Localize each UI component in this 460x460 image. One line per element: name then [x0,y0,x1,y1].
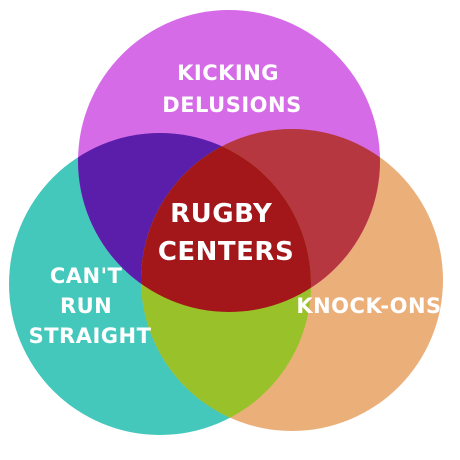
label-right-line-1: KNOCK-ONS [296,294,441,318]
label-top-line-2: DELUSIONS [162,93,301,117]
overlap-center [141,133,311,312]
label-top: KICKING DELUSIONS [162,61,301,117]
label-left-line-1: CAN'T [50,264,123,288]
label-right: KNOCK-ONS [296,294,441,318]
label-center-line-1: RUGBY [170,199,273,229]
label-left-line-2: RUN [60,294,112,318]
label-left: CAN'T RUN STRAIGHT [29,264,152,348]
label-center-line-2: CENTERS [158,237,294,267]
label-center: RUGBY CENTERS [158,199,294,267]
label-left-line-3: STRAIGHT [29,324,152,348]
label-top-line-1: KICKING [177,61,279,85]
